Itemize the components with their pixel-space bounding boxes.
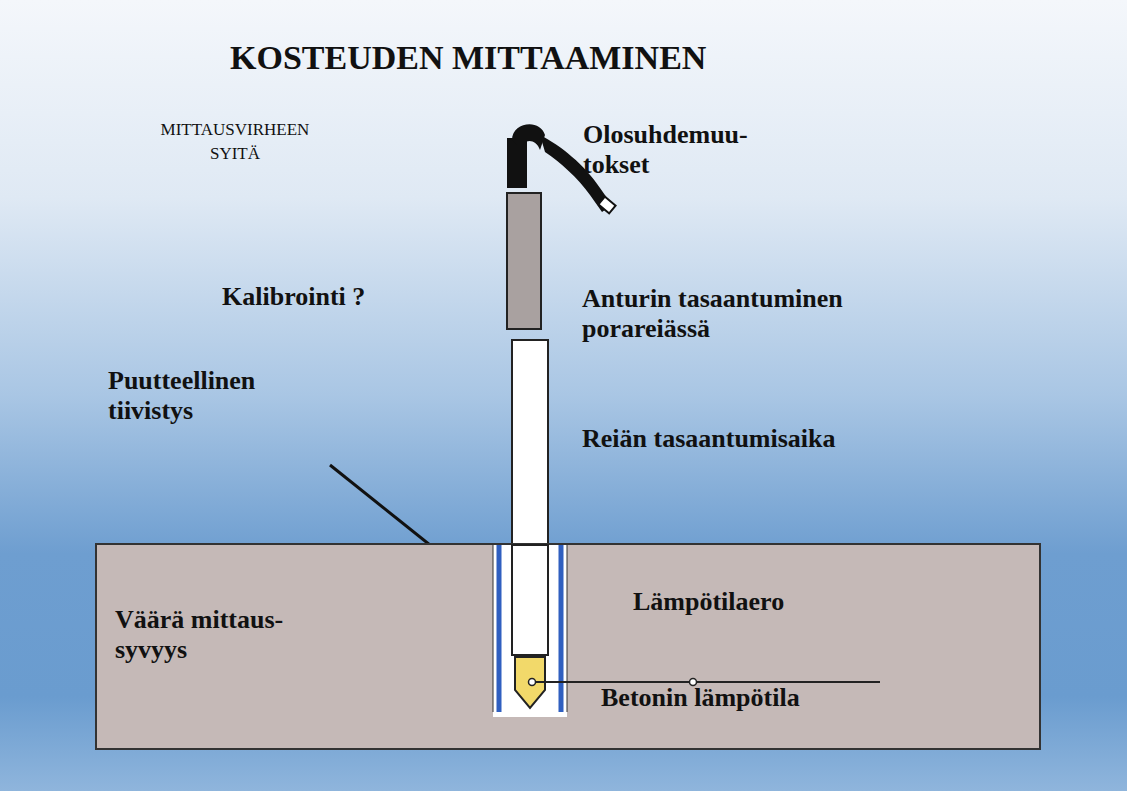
annotation-label: Reiän tasaantumisaika [582,424,836,454]
slab-label: Betonin lämpötila [601,683,800,713]
annotation-label: Kalibrointi ? [222,282,365,312]
slab-label: Väärä mittaus- syvyys [115,605,325,665]
diagram-title: KOSTEUDEN MITTAAMINEN [230,38,706,77]
annotation-label: MITTAUSVIRHEEN SYITÄ [140,118,330,166]
concrete-slab: Väärä mittaus- syvyys LämpötilaeroBetonin… [95,543,1041,750]
sensor-body [507,193,541,329]
slab-label: Lämpötilaero [633,587,784,617]
annotation-label: Olosuhdemuu- tokset [583,120,753,180]
probe-tube [512,340,548,545]
annotation-label: Puutteellinen tiivistys [108,366,308,426]
annotation-label: Anturin tasaantuminen porareiässä [582,284,902,344]
